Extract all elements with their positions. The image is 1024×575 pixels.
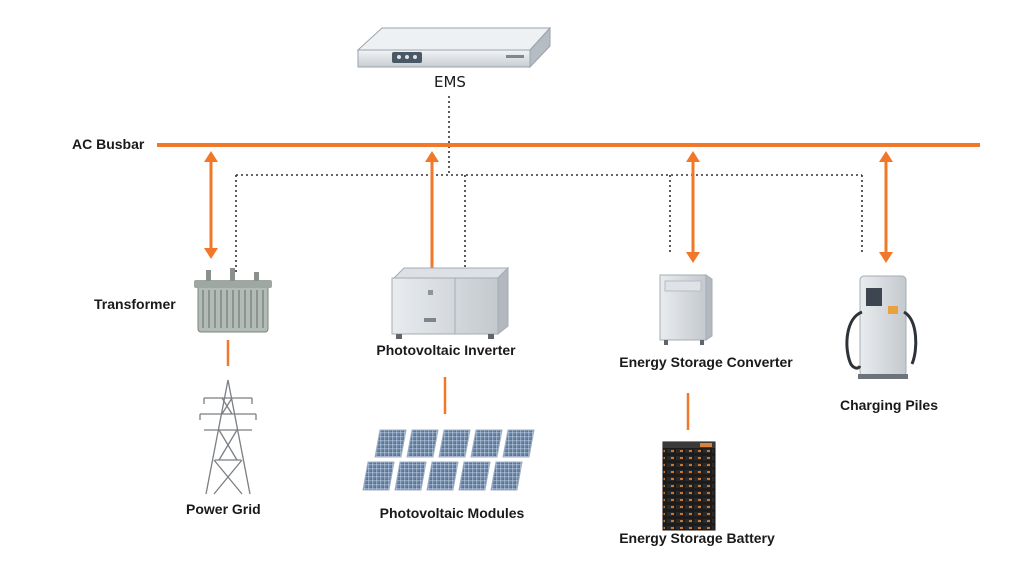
charging-pile-icon: [845, 275, 918, 379]
pv-modules-label: Photovoltaic Modules: [380, 505, 525, 521]
ems-server-icon: [356, 26, 552, 69]
charging-piles-label: Charging Piles: [840, 397, 938, 413]
pv-inverter-label: Photovoltaic Inverter: [376, 342, 516, 358]
transformer-icon: [194, 268, 272, 333]
power-grid-label: Power Grid: [186, 501, 261, 517]
ac-busbar-label: AC Busbar: [72, 136, 145, 152]
ems-label: EMS: [434, 73, 466, 91]
power-flow-arrows: [204, 151, 893, 268]
converter-bidirectional-arrow: [686, 151, 700, 263]
energy-storage-battery-label: Energy Storage Battery: [619, 530, 775, 546]
energy-storage-converter-label: Energy Storage Converter: [619, 354, 793, 370]
power-tower-icon: [199, 379, 257, 495]
energy-storage-battery-icon: [662, 441, 716, 531]
inverter-up-arrow: [425, 151, 439, 268]
pv-inverter-icon: [391, 266, 510, 339]
transformer-label: Transformer: [94, 296, 176, 312]
energy-storage-converter-icon: [659, 274, 713, 345]
communication-lines: [235, 96, 863, 272]
charger-bidirectional-arrow: [879, 151, 893, 263]
pv-modules-icon: [362, 429, 535, 491]
transformer-bidirectional-arrow: [204, 151, 218, 259]
